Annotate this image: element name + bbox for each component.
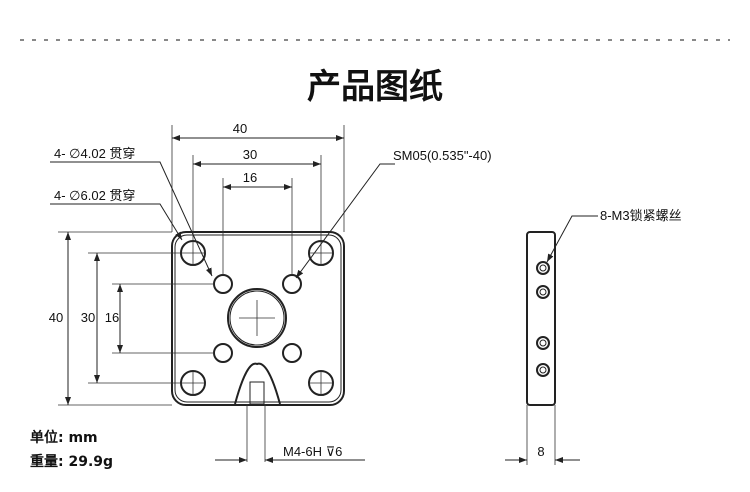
weight-note: 重量: 29.9g bbox=[30, 453, 113, 470]
lock-screws bbox=[536, 261, 550, 377]
page-title: 产品图纸 bbox=[307, 67, 443, 107]
callout-lock-screws: 8-M3锁紧螺丝 bbox=[600, 208, 682, 223]
front-view bbox=[50, 125, 395, 463]
callout-tap: M4-6H ⊽6 bbox=[283, 444, 342, 459]
dim-width-40: 40 bbox=[233, 121, 247, 136]
unit-note: 单位: mm bbox=[30, 429, 98, 446]
callout-thread: SM05(0.535"-40) bbox=[393, 148, 492, 163]
slot-cutout bbox=[234, 362, 281, 405]
dim-width-30: 30 bbox=[243, 147, 257, 162]
dim-height-30: 30 bbox=[81, 310, 95, 325]
dim-width-16: 16 bbox=[243, 170, 257, 185]
dim-height-40: 40 bbox=[49, 310, 63, 325]
dim-height-16: 16 bbox=[105, 310, 119, 325]
plate-inner-outline bbox=[174, 234, 342, 403]
plate-outline bbox=[171, 231, 345, 406]
callout-hole-4-02: 4- ∅4.02 贯穿 bbox=[54, 146, 135, 161]
callout-hole-6-02: 4- ∅6.02 贯穿 bbox=[54, 188, 135, 203]
center-threaded-bore bbox=[227, 288, 287, 348]
dim-side-thickness: 8 bbox=[537, 444, 544, 459]
side-view bbox=[505, 215, 598, 465]
